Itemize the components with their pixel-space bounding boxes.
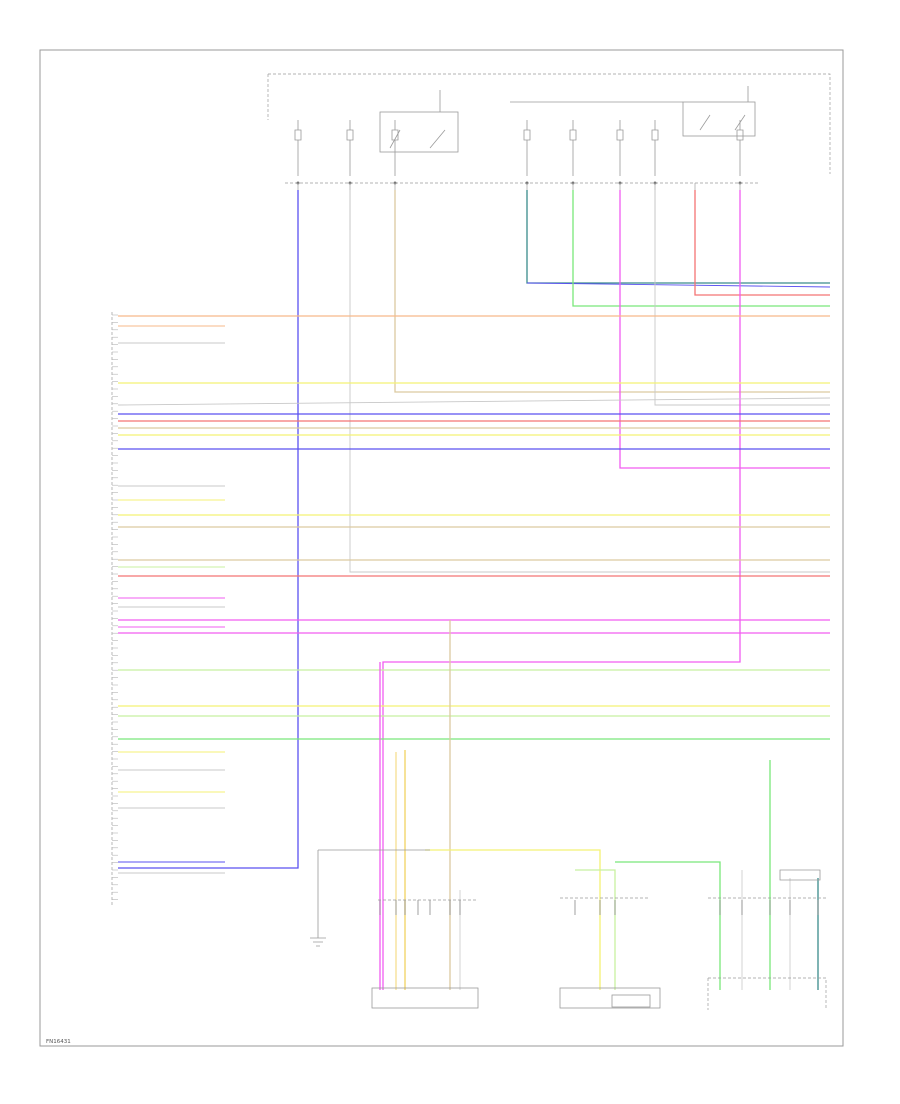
fuse-symbol [294, 120, 302, 176]
wire-tan-trunk [394, 190, 830, 393]
fuse-symbol [346, 120, 354, 176]
relay-contact-right [699, 86, 749, 131]
wire-gray-trunk [349, 190, 830, 573]
fuse-row [294, 120, 744, 185]
wire-gray-row [117, 397, 831, 406]
fuse-symbol [569, 120, 577, 176]
sensor-terminal-right [779, 869, 821, 881]
wire-gray-trunk-2 [654, 190, 830, 406]
wire-pink-long [382, 190, 741, 990]
ground-symbol [310, 849, 430, 947]
wire-red-trunk [694, 190, 830, 296]
fuse-symbol [736, 120, 744, 176]
diagram-frame [39, 49, 844, 1047]
pcm-pin-column [112, 314, 118, 900]
component-box-right [707, 977, 827, 1010]
fuse-symbol [391, 120, 399, 176]
wire-green-trunk [572, 190, 830, 307]
bottom-connector-row [378, 897, 826, 901]
fuse-symbol [523, 120, 531, 176]
top-connector-stubs [297, 183, 741, 230]
fuse-symbol [651, 120, 659, 176]
wire-yellow-drop [425, 849, 601, 990]
component-box-left [371, 987, 479, 1009]
wire-layer [117, 190, 831, 990]
component-box-right-inner [611, 994, 651, 1008]
power-distribution-box [267, 73, 831, 174]
wire-blue-short [526, 282, 831, 288]
relay-box-right [682, 101, 756, 137]
footer-code: FN16431 [46, 1039, 71, 1045]
wire-pink-trunk [619, 190, 830, 469]
fuse-symbol [616, 120, 624, 176]
wire-green-drop [615, 861, 721, 990]
wire-blue-trunk [118, 190, 299, 869]
relay-box-left [379, 111, 459, 153]
component-box-middle [559, 987, 661, 1009]
wire-lightgreen-drop [575, 869, 616, 990]
